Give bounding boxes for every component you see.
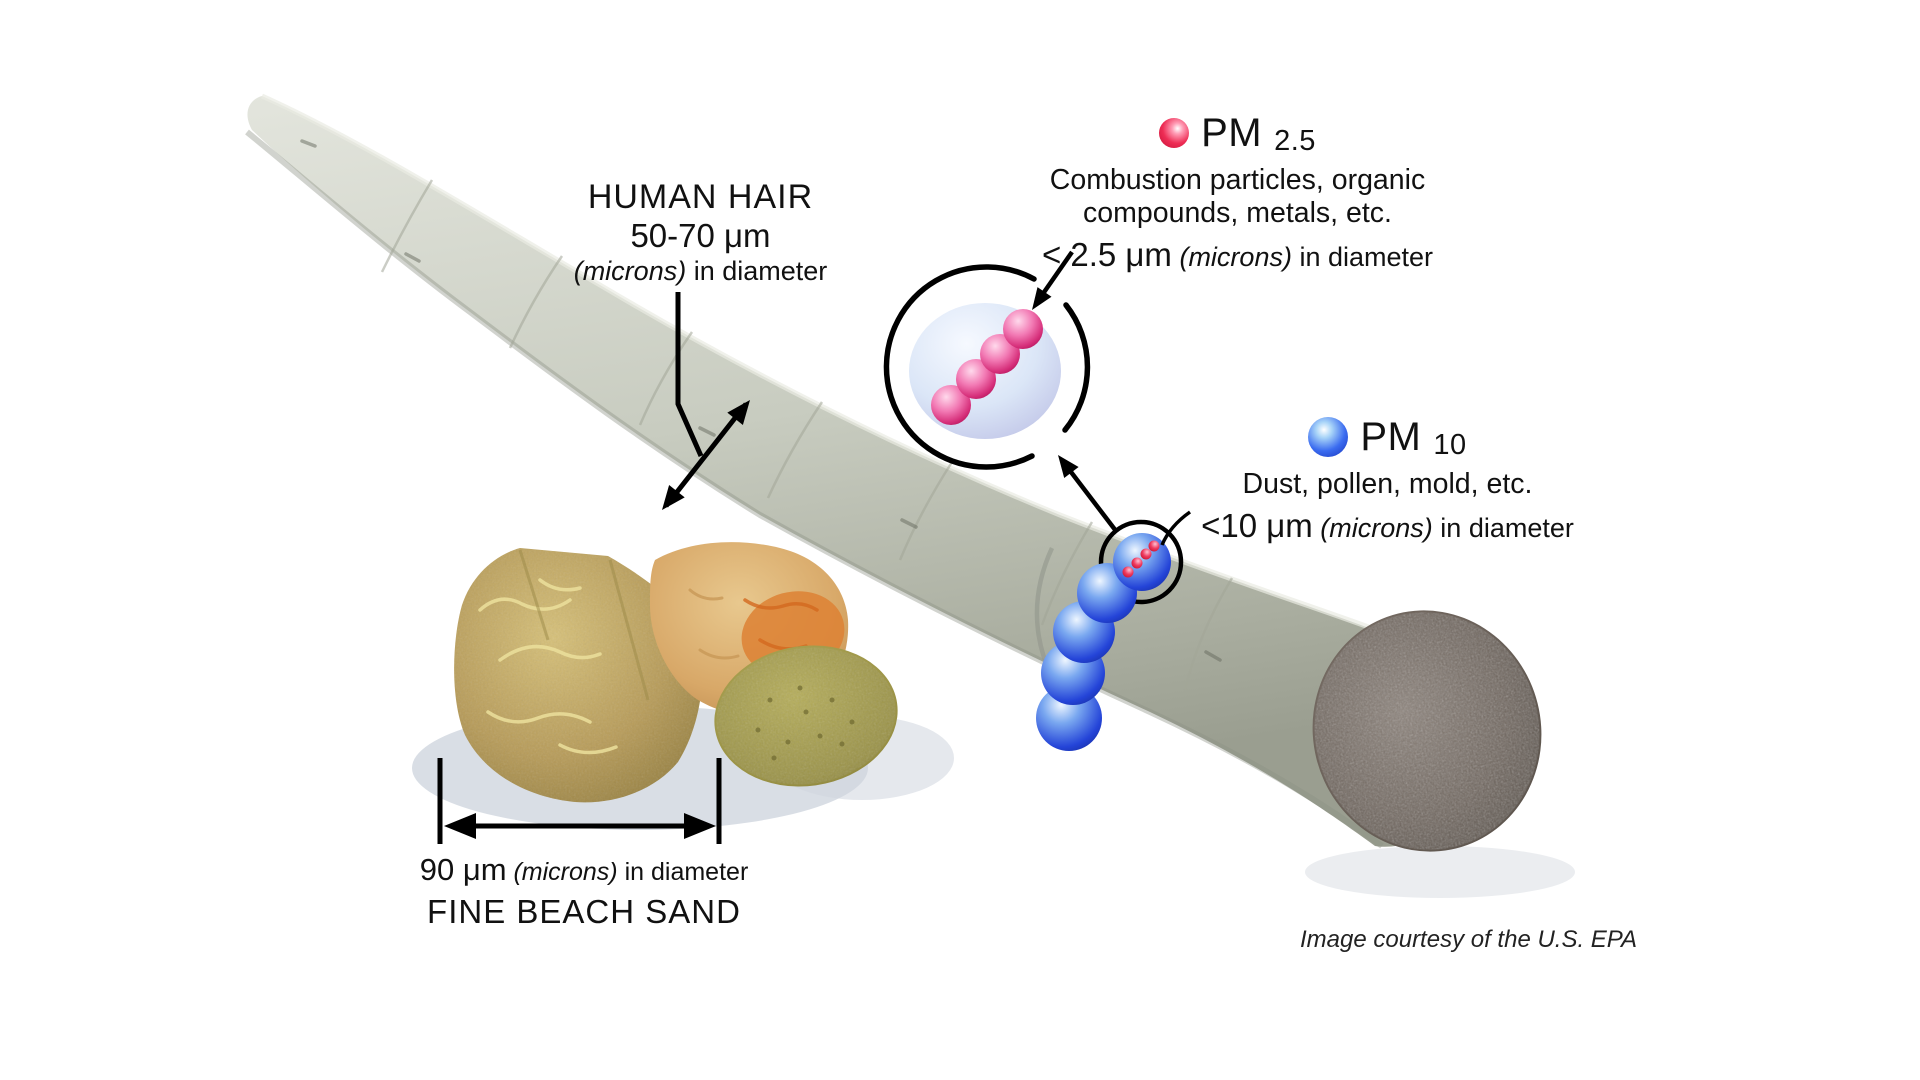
pm25-particle [931,385,971,425]
pm25-particle [956,359,996,399]
pm10-subscript: 10 [1433,429,1467,462]
pm25-description-line2: compounds, metals, etc. [1083,197,1392,229]
hair-size-note: (microns) in diameter [528,255,873,287]
pm25-size-value: < 2.5 μm [1041,236,1172,273]
pm25-subscript: 2.5 [1274,125,1316,158]
sand-grain-small-dots [755,685,855,761]
hair-size-value: 50-70 μm [630,217,771,255]
pm10-size-value: <10 μm [1201,507,1313,544]
pm10-name: PM [1360,415,1422,459]
pm10-particle-chain [1036,510,1192,751]
sand-grain-large-veins [478,578,618,755]
sand-diameter-note: in diameter [624,858,749,886]
pm25-particle [1003,309,1043,349]
sand-grain-large-facets [518,549,650,701]
arrowhead-up-right [727,400,750,425]
hair-diameter-note: in diameter [693,256,828,287]
image-credit: Image courtesy of the U.S. EPA [1300,926,1638,953]
sand-label: 90 μm (microns) in diameter FINE BEACH S… [358,846,810,932]
human-hair-label: HUMAN HAIR 50-70 μm (microns) in diamete… [528,178,873,287]
pm10-heading: PM 10 [1150,400,1625,462]
hair-cut-face-texture [1314,612,1540,850]
arrowhead-down-left [662,485,685,510]
sand-size-line: 90 μm (microns) in diameter [358,846,810,888]
pm10-diameter-note: in diameter [1440,513,1574,543]
sand-grain-orange-outer-veins [688,588,740,660]
pm25-label: PM 2.5 Combustion particles, organic comp… [980,98,1495,274]
pm25-name: PM [1201,111,1263,155]
hair-end-shadow [1305,846,1575,898]
magnify-pointer-arrow [1058,455,1118,533]
pm25-diameter-note: in diameter [1299,242,1434,272]
magnified-region-circle [1098,519,1184,605]
sand-size-value: 90 μm [419,852,507,887]
pm10-size-line: <10 μm (microns) in diameter [1150,507,1625,545]
pm25-description-line1: Combustion particles, organic [1049,164,1426,196]
pm10-microns-note: (microns) [1320,513,1433,543]
arrowhead-left [444,813,476,839]
pm25-microns-note: (microns) [1179,242,1292,272]
pm25-dot-icon [1159,118,1190,148]
sand-title: FINE BEACH SAND [427,892,741,930]
hair-strand [247,96,1468,847]
pm25-dots-on-sphere [1122,540,1160,578]
magnifier-assembly [883,250,1118,533]
pm10-label: PM 10 Dust, pollen, mold, etc. <10 μm (mi… [1150,400,1625,545]
pm25-pointer-arrow [1032,250,1074,310]
hair-title: HUMAN HAIR [587,178,814,216]
magnifier-ring [883,264,1091,470]
pm25-heading: PM 2.5 [980,98,1495,158]
hair-microns-note: (microns) [573,256,687,287]
hair-diameter-annotation [662,292,750,510]
sand-grain-small-texture [716,647,896,785]
pm10-description-line1: Dust, pollen, mold, etc. [1242,468,1533,500]
pm10-leader-line [1160,510,1192,546]
pm10-dot-icon [1308,417,1349,457]
sand-grain-large-texture [454,548,703,803]
sand-microns-note: (microns) [513,858,618,886]
sand-grains-illustration [412,542,954,830]
arrowhead-right [684,813,716,839]
sand-diameter-annotation [437,758,722,844]
hair-bottom-shade [245,129,1384,849]
hair-surface-marks [300,139,1222,662]
pm25-size-line: < 2.5 μm (microns) in diameter [980,236,1495,274]
